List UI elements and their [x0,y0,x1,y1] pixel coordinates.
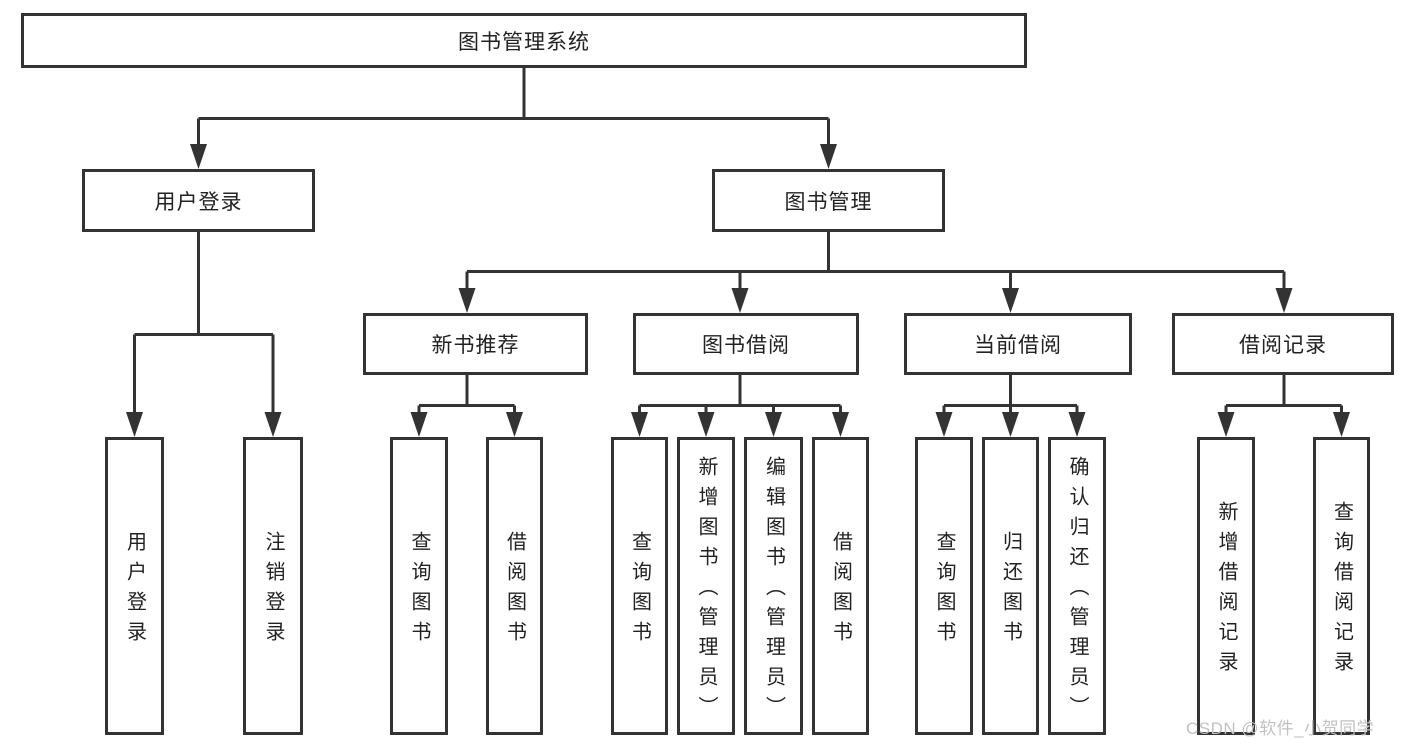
connector-book-management-to-level3 [458,232,1293,313]
node-label: 借阅记录 [1239,334,1327,357]
leaf-recommend-borrow-book: 借阅图书 [486,437,543,735]
node-book-management: 图书管理 [712,169,945,232]
node-label: 借阅图书 [829,531,852,651]
leaf-recommend-query-book: 查询图书 [390,437,448,735]
node-label: 查询借阅记录 [1330,501,1353,681]
leaf-logout: 注销登录 [243,437,303,735]
node-label: 图书借阅 [702,334,790,357]
leaf-borrow-add-book-admin: 新增图书（管理员） [677,437,735,735]
node-label: 用户登录 [123,531,146,651]
connector-borrow-records-to-leaves [1217,375,1350,437]
node-book-borrow: 图书借阅 [633,313,859,375]
leaf-user-login: 用户登录 [105,437,164,735]
node-new-book-recommend: 新书推荐 [363,313,588,375]
node-user-login-group: 用户登录 [82,169,315,232]
connector-book-borrow-to-leaves [631,375,849,437]
leaf-records-query-record: 查询借阅记录 [1313,437,1370,735]
connector-root-to-level2 [190,68,837,169]
node-label: 图书管理 [784,190,873,214]
node-label: 查询图书 [628,531,651,651]
leaf-borrow-borrow-book: 借阅图书 [812,437,869,735]
leaf-records-add-record: 新增借阅记录 [1197,437,1255,735]
node-label: 借阅图书 [503,531,526,651]
node-label: 编辑图书（管理员） [762,456,785,726]
node-label: 归还图书 [999,531,1022,651]
leaf-borrow-query-book: 查询图书 [611,437,668,735]
node-label: 新增借阅记录 [1215,501,1237,681]
node-label: 新书推荐 [431,334,520,357]
node-borrow-records: 借阅记录 [1172,313,1394,375]
connector-current-borrow-to-leaves [935,375,1086,437]
leaf-current-return-book: 归还图书 [982,437,1039,735]
node-current-borrow: 当前借阅 [904,313,1132,375]
leaf-current-query-book: 查询图书 [915,437,973,735]
connector-user-login-to-leaves [126,232,282,437]
node-label: 图书管理系统 [458,30,590,54]
node-label: 确认归还（管理员） [1066,456,1088,726]
node-label: 注销登录 [262,531,284,651]
node-library-system: 图书管理系统 [21,13,1027,68]
node-label: 当前借阅 [974,334,1062,357]
node-label: 用户登录 [154,190,243,214]
csdn-watermark: CSDN @软件_小贺同学 [1186,719,1375,738]
node-label: 新增图书（管理员） [695,456,717,726]
leaf-borrow-edit-book-admin: 编辑图书（管理员） [744,437,803,735]
leaf-current-confirm-return-admin: 确认归还（管理员） [1048,437,1106,735]
node-label: 查询图书 [408,531,430,651]
node-label: 查询图书 [933,531,955,651]
connector-new-book-recommend-to-leaves [410,375,523,437]
